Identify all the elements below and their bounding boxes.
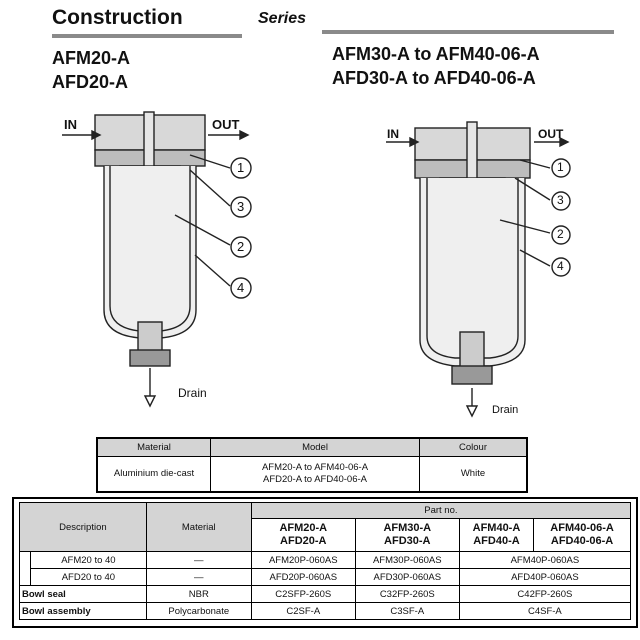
right-in-label: IN bbox=[387, 127, 399, 141]
row-c34: C4SF-A bbox=[458, 602, 632, 620]
title-underline-left bbox=[52, 34, 242, 38]
row-c1: C2SFP-260S bbox=[250, 585, 356, 603]
row-c2: AFD30P-060AS bbox=[354, 568, 460, 586]
row-c34: C42FP-260S bbox=[458, 585, 632, 603]
row-mat: — bbox=[145, 551, 252, 569]
row-mat: — bbox=[145, 568, 252, 586]
row-desc: Bowl assembly bbox=[19, 602, 147, 620]
col-30-line2: AFD30-A bbox=[384, 535, 431, 547]
row-c34: AFM40P-060AS bbox=[458, 551, 632, 569]
material-header: Material bbox=[96, 437, 211, 457]
row-desc: AFM20 to 40 bbox=[30, 551, 147, 569]
table-row: Bowl assembly Polycarbonate C2SF-A C3SF-… bbox=[19, 602, 632, 620]
row-c1: AFM20P-060AS bbox=[250, 551, 356, 569]
page-title: Construction bbox=[52, 6, 183, 29]
left-model-line2: AFD20-A bbox=[52, 72, 129, 92]
indent-cell bbox=[19, 551, 31, 569]
row-c1: AFD20P-060AS bbox=[250, 568, 356, 586]
row-c34: AFD40P-060AS bbox=[458, 568, 632, 586]
right-out-label: OUT bbox=[538, 127, 564, 141]
row-mat: Polycarbonate bbox=[145, 602, 252, 620]
table-row: AFD20 to 40 — AFD20P-060AS AFD30P-060AS … bbox=[19, 568, 632, 586]
left-callout-1: 1 bbox=[237, 160, 245, 175]
row-desc: AFD20 to 40 bbox=[30, 568, 147, 586]
left-callout-3: 3 bbox=[237, 199, 245, 214]
left-out-label: OUT bbox=[212, 117, 240, 132]
material-cell: Aluminium die-cast bbox=[96, 456, 211, 493]
model-line1: AFM20-A to AFM40-06-A bbox=[261, 462, 369, 473]
right-callout-3: 3 bbox=[557, 193, 564, 207]
left-model-heading: AFM20-A AFD20-A bbox=[52, 46, 130, 94]
row-c2: C32FP-260S bbox=[354, 585, 460, 603]
col-40-line1: AFM40-A bbox=[472, 522, 521, 534]
material-table: Material Model Colour Aluminium die-cast… bbox=[96, 437, 528, 493]
table-row: AFM20 to 40 — AFM20P-060AS AFM30P-060AS … bbox=[19, 551, 632, 569]
right-callout-2: 2 bbox=[557, 227, 564, 241]
row-c2: C3SF-A bbox=[354, 602, 460, 620]
colour-cell: White bbox=[419, 456, 528, 493]
description-header: Description bbox=[19, 502, 147, 552]
series-label: Series bbox=[258, 10, 307, 27]
col-40-line2: AFD40-A bbox=[473, 535, 520, 547]
table-row: Bowl seal NBR C2SFP-260S C32FP-260S C42F… bbox=[19, 585, 632, 603]
indent-cell bbox=[19, 568, 31, 586]
right-callout-1: 1 bbox=[557, 160, 564, 174]
left-in-label: IN bbox=[64, 117, 77, 132]
col-20-line1: AFM20-A bbox=[279, 522, 328, 534]
model-line2: AFD20-A to AFD40-06-A bbox=[262, 474, 368, 485]
col-30-line1: AFM30-A bbox=[383, 522, 432, 534]
row-c1: C2SF-A bbox=[250, 602, 356, 620]
model-header: Model bbox=[210, 437, 420, 457]
title-underline-right bbox=[322, 30, 614, 34]
left-model-line1: AFM20-A bbox=[52, 48, 131, 68]
model-cell: AFM20-A to AFM40-06-A AFD20-A to AFD40-0… bbox=[210, 456, 420, 493]
right-callout-4: 4 bbox=[557, 259, 564, 273]
col-40-06-line2: AFD40-06-A bbox=[550, 535, 614, 547]
left-callout-4: 4 bbox=[237, 280, 245, 295]
col-40-06-line1: AFM40-06-A bbox=[550, 522, 614, 534]
colour-header: Colour bbox=[419, 437, 528, 457]
right-model-line1: AFM30-A to AFM40-06-A bbox=[332, 44, 540, 64]
right-model-line2: AFD30-A to AFD40-06-A bbox=[332, 68, 536, 88]
row-mat: NBR bbox=[145, 585, 252, 603]
col-20-line2: AFD20-A bbox=[280, 535, 327, 547]
left-callout-2: 2 bbox=[237, 239, 245, 254]
right-model-heading: AFM30-A to AFM40-06-A AFD30-A to AFD40-0… bbox=[332, 42, 540, 90]
right-drain-label: Drain bbox=[492, 404, 519, 416]
row-c2: AFM30P-060AS bbox=[354, 551, 460, 569]
material-col-header: Material bbox=[145, 502, 252, 552]
part-no-header: Part no. bbox=[250, 502, 632, 519]
left-construction-diagram bbox=[62, 111, 571, 418]
left-drain-label: Drain bbox=[178, 386, 207, 400]
row-desc: Bowl seal bbox=[19, 585, 147, 603]
